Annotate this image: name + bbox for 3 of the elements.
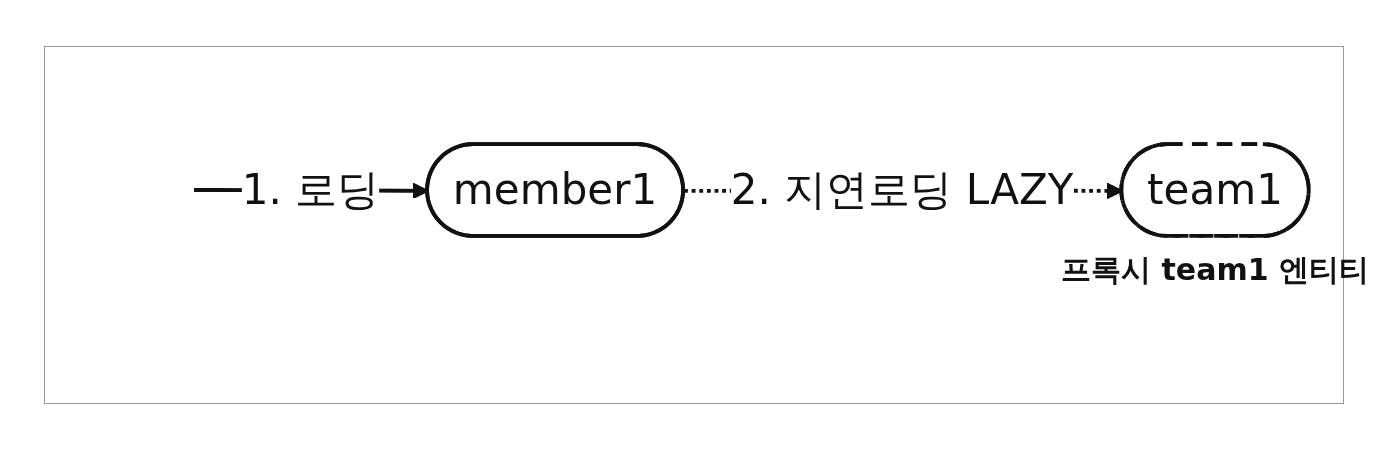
edge-label: 1. 로딩	[241, 166, 380, 214]
node-caption: 프록시 team1 엔티티	[1061, 250, 1369, 289]
edge-label: 2. 지연로딩 LAZY	[730, 166, 1074, 214]
